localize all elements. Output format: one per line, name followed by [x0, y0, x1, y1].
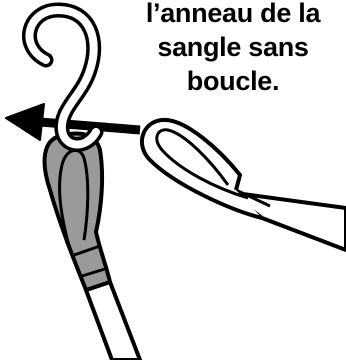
- right-strap-loop: [142, 120, 262, 218]
- instruction-caption: l’anneau de la sangle sans boucle.: [120, 0, 346, 98]
- caption-line-1: l’anneau de la: [120, 0, 346, 30]
- caption-line-3: boucle.: [120, 64, 346, 98]
- left-strap-grey-loop: [45, 134, 110, 290]
- caption-line-2: sangle sans: [120, 30, 346, 64]
- left-strap-lower-body: [86, 282, 140, 360]
- left-strap: [45, 134, 140, 360]
- right-strap: [142, 120, 346, 250]
